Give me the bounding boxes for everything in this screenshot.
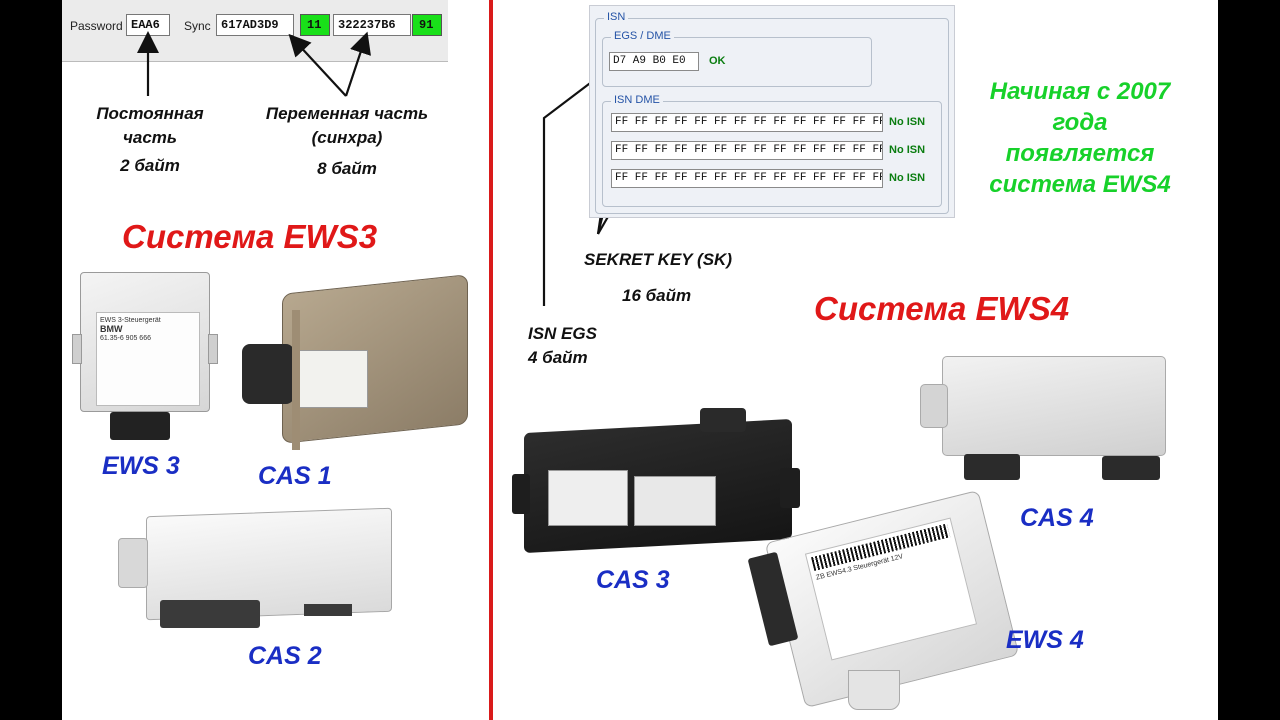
egs-dme-title: EGS / DME xyxy=(611,30,674,42)
ews3-label: EWS 3 xyxy=(102,452,180,480)
egs-dme-group: EGS / DME D7 A9 B0 E0 OK xyxy=(602,30,872,87)
ews3-module-image: EWS 3-Steuergerät BMW 61.35-6 905 666 xyxy=(72,272,220,442)
ews3-print-bmw: BMW xyxy=(100,324,123,334)
green-note-line2: года xyxy=(1052,109,1108,136)
dme-isn-field-3[interactable]: FF FF FF FF FF FF FF FF FF FF FF FF FF F… xyxy=(611,169,883,188)
ews3-print-title: EWS 3-Steuergerät xyxy=(100,317,161,324)
sync-counter-2: 91 xyxy=(412,14,442,36)
sync-counter-1: 11 xyxy=(300,14,330,36)
green-note: Начиная с 2007 года появляется система E… xyxy=(960,76,1200,200)
egs-isn-field[interactable]: D7 A9 B0 E0 xyxy=(609,52,699,71)
cas2-label: CAS 2 xyxy=(248,642,322,670)
software-strip: Password EAA6 Sync 617AD3D9 11 322237B6 … xyxy=(62,0,448,62)
green-note-line3: появляется xyxy=(1005,140,1155,167)
constant-line3: 2 байт xyxy=(120,156,180,175)
password-field[interactable]: EAA6 xyxy=(126,14,170,36)
isn-dme-title: ISN DME xyxy=(611,94,663,106)
password-label: Password xyxy=(70,19,123,33)
sync-field-1[interactable]: 617AD3D9 xyxy=(216,14,294,36)
constant-line2: часть xyxy=(122,128,178,147)
green-note-line4: система EWS4 xyxy=(989,171,1171,198)
cas2-module-image xyxy=(118,507,398,638)
green-note-line1: Начиная с 2007 xyxy=(989,78,1171,105)
ews3-title: Система EWS3 xyxy=(122,218,378,255)
arrow-sync-1 xyxy=(288,33,347,97)
ews4-label: EWS 4 xyxy=(1006,626,1084,654)
ews4-title: Система EWS4 xyxy=(814,290,1070,327)
dme-isn-field-2[interactable]: FF FF FF FF FF FF FF FF FF FF FF FF FF F… xyxy=(611,141,883,160)
sync-field-2[interactable]: 322237B6 xyxy=(333,14,411,36)
variable-part-annotation: Переменная часть (синхра) 8 байт xyxy=(242,102,452,181)
cas3-module-image xyxy=(512,408,802,556)
dme-status-3: No ISN xyxy=(889,172,926,184)
dme-status-2: No ISN xyxy=(889,144,926,156)
cas3-label: CAS 3 xyxy=(596,566,670,594)
red-divider xyxy=(489,0,493,720)
isn-egs-annotation: ISN EGS 4 байт xyxy=(528,322,597,370)
sekret-key-bytes: 16 байт xyxy=(622,286,692,305)
dme-isn-field-1[interactable]: FF FF FF FF FF FF FF FF FF FF FF FF FF F… xyxy=(611,113,883,132)
cas1-module-image xyxy=(242,274,472,450)
variable-line2: (синхра) xyxy=(311,128,383,147)
cas4-module-image xyxy=(920,356,1170,486)
constant-line1: Постоянная xyxy=(96,104,204,123)
arrow-sync-2 xyxy=(344,31,371,97)
slide: Password EAA6 Sync 617AD3D9 11 322237B6 … xyxy=(62,0,1218,720)
sekret-key-label: SEKRET KEY (SK) xyxy=(584,250,732,269)
isn-group-title: ISN xyxy=(604,11,629,23)
isn-group: ISN EGS / DME D7 A9 B0 E0 OK ISN DME FF … xyxy=(595,11,949,214)
ews3-print-pn: 61.35-6 905 666 xyxy=(100,335,151,342)
cas4-label: CAS 4 xyxy=(1020,504,1094,532)
cas1-label: CAS 1 xyxy=(258,462,332,490)
isn-dme-group: ISN DME FF FF FF FF FF FF FF FF FF FF FF… xyxy=(602,94,942,207)
isn-panel: ISN EGS / DME D7 A9 B0 E0 OK ISN DME FF … xyxy=(589,5,955,218)
isn-egs-line2: 4 байт xyxy=(528,348,588,367)
dme-status-1: No ISN xyxy=(889,116,926,128)
constant-part-annotation: Постоянная часть 2 байт xyxy=(80,102,220,178)
variable-line1: Переменная часть xyxy=(265,104,429,123)
ews4-module-image: ZB EWS4.3 Steuergerät 12V xyxy=(747,489,1020,716)
egs-status: OK xyxy=(709,55,726,67)
variable-line3: 8 байт xyxy=(317,159,377,178)
sync-label: Sync xyxy=(184,19,211,33)
isn-egs-line1: ISN EGS xyxy=(528,324,597,343)
